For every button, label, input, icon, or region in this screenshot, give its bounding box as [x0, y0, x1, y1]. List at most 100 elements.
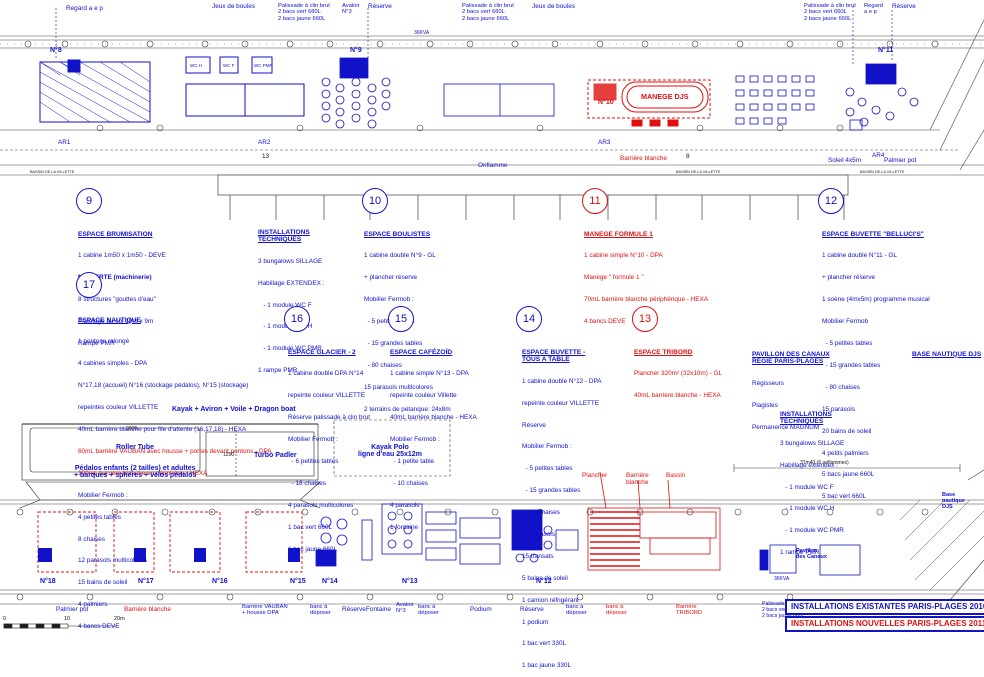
- bay-n16: N°16: [212, 578, 228, 585]
- ar2-label: AR2: [258, 139, 271, 146]
- section-16-line: 1 bac vert 660L: [288, 523, 333, 531]
- wc-pmr-label: WC PMR: [254, 63, 273, 68]
- n10-manege: [587, 79, 711, 127]
- palmier-pot-label: Palmier pot: [56, 606, 89, 613]
- section-13-line: 40mL barrière blanche - HEXA: [634, 392, 721, 400]
- jeux-boules-label-1: Jeux de boules: [212, 3, 255, 10]
- banc-label-2: banc à déposer: [418, 604, 439, 617]
- regard-right-label: Regard a e p: [864, 3, 884, 16]
- installations-block-1: INSTALLATIONS TECHNIQUES 3 bungalows SIL…: [258, 214, 324, 382]
- section-17-line: 40mL barrière blanche pour file d'attent…: [78, 426, 247, 434]
- section-13-marker: 13: [632, 306, 658, 332]
- armoire-label: 36KVA: [414, 30, 430, 36]
- section-14-line: Mobilier Fermob :: [522, 443, 572, 451]
- pavillon-title: PAVILLON DES CANAUX RÉGIE PARIS-PLAGES: [752, 350, 830, 365]
- section-16-line: - 6 petites tables: [288, 458, 339, 466]
- scale-0-label: 0: [3, 616, 7, 622]
- legend-existing: INSTALLATIONS EXISTANTES PARIS-PLAGES 20…: [785, 599, 984, 615]
- bottom-right-hatch: [899, 499, 984, 591]
- section-10-line: Mobilier Fermob :: [364, 296, 414, 304]
- pavillon-line: Permanence MAGNUM: [752, 423, 820, 431]
- bassin-label-left: BASSIN DE LA VILLETTE: [30, 170, 75, 174]
- section-15-block: ESPACE CAFÉZOÏD 1 cabine simple N°13 - D…: [390, 334, 477, 538]
- roller-tube-label: Roller Tube: [116, 444, 154, 451]
- section-14-line: repeinte couleur VILLETTE: [522, 399, 600, 407]
- legend-new: INSTALLATIONS NOUVELLES PARIS-PLAGES 201…: [785, 616, 984, 632]
- section-13-block: ESPACE TRIBORD Plancher 320m² (32x10m) -…: [634, 334, 722, 407]
- section-14-marker: 14: [516, 306, 542, 332]
- section-12-line: Mobilier Fermob: [822, 318, 869, 326]
- section-14-line: Réserve: [522, 421, 546, 429]
- section-14-title: ESPACE BUVETTE - TOUS A TABLE: [522, 348, 586, 363]
- section-11-line: 70mL barrière blanche périphérique - HEX…: [584, 296, 709, 304]
- section-17-block: ESPACE NAUTIQUE 1 pontons ralongé 4 cabi…: [78, 302, 272, 638]
- section-17-line: 4 palmiers: [78, 601, 108, 609]
- dim-1250-label: 1250: [223, 452, 235, 458]
- section-17-red-line: 60mL barrière VAUBAN avec housse + porte…: [78, 447, 272, 455]
- section-10-title: ESPACE BOULISTES: [364, 230, 431, 238]
- section-15-line: 1 fontaine: [390, 523, 419, 531]
- ar4-label: AR4: [872, 152, 885, 159]
- section-15-line: - 1 petite table: [390, 458, 435, 466]
- section-17-marker: 17: [76, 272, 102, 298]
- section-10-line: 1 cabine double N°9 - GL: [364, 252, 436, 260]
- bay-n12: N°12: [536, 578, 552, 585]
- section-12-line: - 5 petites tables: [822, 340, 873, 348]
- section-12-line: 20 bains de soleil: [822, 427, 872, 435]
- palissade-label-3: Palissade à clin brut 2 bacs vert 660L 2…: [804, 3, 856, 22]
- zone-n10: N°10: [598, 99, 614, 106]
- section-17-line: 4 bancs DEVE: [78, 623, 120, 631]
- podium-label: Podium: [470, 606, 492, 613]
- bay-n17: N°17: [138, 578, 154, 585]
- section-17-line: 15 bains de soleil: [78, 579, 128, 587]
- avaloir-bottom-label: Avaloir N°3: [396, 602, 414, 615]
- installations-block-2: INSTALLATIONS TECHNIQUES 3 bungalows SIL…: [780, 396, 844, 564]
- oriflammes-label: 37m40 (6 oriflammes): [800, 460, 849, 466]
- kva-bottom-label: 36KVA: [774, 576, 790, 582]
- section-16-line: 1 cabine double DPA N°14: [288, 370, 364, 378]
- section-17-line: 12 parasols multicolores: [78, 557, 147, 565]
- section-14-line: 22 parasols: [522, 531, 556, 539]
- base-nautique-block: BASE NAUTIQUE DJS: [912, 336, 981, 365]
- section-17-line: 4 cabines simples - DPA: [78, 360, 148, 368]
- section-9-line: Rampe PMR: [78, 340, 115, 348]
- scale-10-label: 10: [64, 616, 71, 622]
- section-11-block: MANEGE FORMULE 1 1 cabine simple N°10 - …: [584, 216, 708, 333]
- section-9-line: 1 cabine 1m50 x 1m50 - DEVE: [78, 252, 166, 260]
- scale-20-label: 20m: [114, 616, 125, 622]
- installations-title-2: INSTALLATIONS TECHNIQUES: [780, 410, 832, 425]
- section-14-line: - 15 grandes tables: [522, 487, 581, 495]
- bay-n15: N°15: [290, 578, 306, 585]
- avaloir-label: Avaloir N°3: [342, 3, 360, 16]
- section-17-line: repeintes couleur VILLETTE: [78, 404, 159, 412]
- installations-line: - 1 module WC PMR: [258, 345, 322, 353]
- bay-n14: N°14: [322, 578, 338, 585]
- section-15-line: 4 parasols: [390, 501, 420, 509]
- bay-n13: N°13: [402, 578, 418, 585]
- section-15-title: ESPACE CAFÉZOÏD: [390, 348, 453, 356]
- bay-n18: N°18: [40, 578, 56, 585]
- section-12-title: ESPACE BUVETTE "BELLUCI'S": [822, 230, 924, 238]
- section-10-line: - 15 grandes tables: [364, 340, 423, 348]
- vauban-label: Barrière VAUBAN + housse DPA: [242, 604, 288, 617]
- num-8-label: 8: [686, 153, 690, 160]
- section-14-line: 5 bains de soleil: [522, 574, 568, 582]
- section-16-block: ESPACE GLACIER - 2 1 cabine double DPA N…: [288, 334, 370, 560]
- section-15-line: Mobilier Fermob :: [390, 436, 440, 444]
- section-12-line: 1 cabine double N°11 - GL: [822, 252, 897, 260]
- soleil-label: Soleil 4x5m: [828, 157, 862, 164]
- installations-line: 3 bungalows SILLAGE: [780, 439, 845, 447]
- zone-n11: N°11: [878, 47, 894, 54]
- section-11-title: MANEGE FORMULE 1: [584, 230, 653, 238]
- barriere-blanche-b-label: Barrière blanche: [626, 472, 649, 487]
- bassin-label: Bassin: [666, 472, 686, 479]
- section-15-line: repeinte couleur Villette: [390, 392, 457, 400]
- section-16-line: Réserve palissade à clin brut: [288, 414, 371, 422]
- top-leaders: [55, 6, 893, 64]
- installations-title-1: INSTALLATIONS TECHNIQUES: [258, 228, 310, 243]
- ar1-label: AR1: [58, 139, 71, 146]
- section-10-line: + plancher réserve: [364, 274, 418, 282]
- fontaine-label: Fontaine: [366, 606, 391, 613]
- installations-line: 1 rampe PMR: [258, 367, 298, 375]
- reserve-bottom-label: Réserve: [342, 606, 366, 613]
